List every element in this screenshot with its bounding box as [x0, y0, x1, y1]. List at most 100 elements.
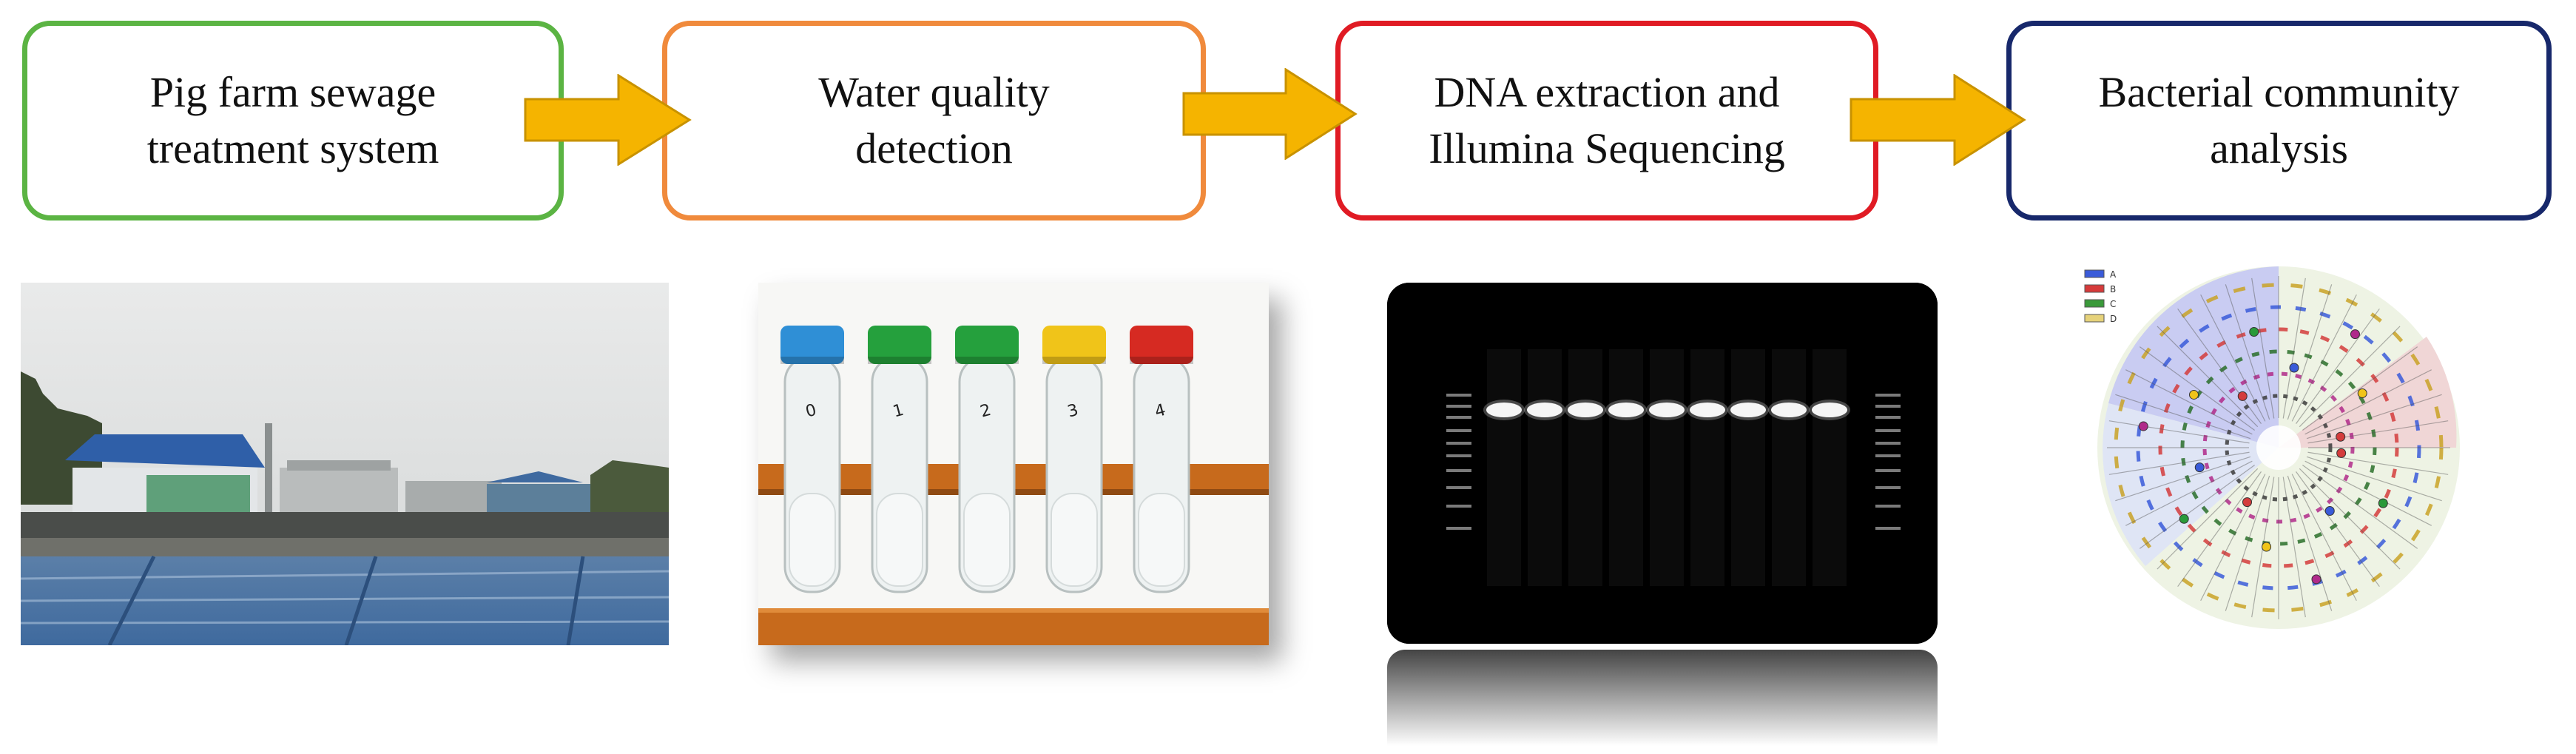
step-box-community-analysis: Bacterial community analysis — [2006, 21, 2552, 221]
tree-node — [2194, 462, 2205, 473]
svg-text:A: A — [2110, 269, 2117, 280]
tree-branch — [2304, 460, 2432, 526]
tree-node — [2378, 498, 2388, 508]
tree-branch — [2139, 465, 2255, 549]
tree-branch — [2287, 284, 2333, 420]
flow-arrow-2 — [1182, 68, 1358, 160]
tree-node — [2249, 326, 2259, 337]
gel-ladder-lane — [1446, 394, 1471, 530]
tree-branch — [2108, 451, 2250, 475]
gel-sample-lane — [1646, 349, 1687, 586]
tree-branch — [2299, 468, 2401, 570]
tree-node — [2311, 574, 2322, 585]
test-tube: 2 — [955, 326, 1019, 593]
tree-legend-item: D — [2084, 314, 2117, 324]
step-box-dna-sequencing: DNA extraction and Illumina Sequencing — [1335, 21, 1878, 221]
step-label-line1: Water quality — [818, 68, 1050, 116]
flow-arrow-1 — [524, 74, 692, 166]
tree-branch — [2125, 460, 2253, 526]
svg-text:D: D — [2110, 314, 2117, 324]
test-tube: 3 — [1042, 326, 1106, 593]
tree-node — [2336, 431, 2346, 442]
tree-branch — [2291, 294, 2357, 422]
tree-node — [2357, 388, 2367, 398]
svg-text:C: C — [2110, 299, 2116, 309]
gel-sample-lane — [1483, 349, 1525, 586]
tube-label: 3 — [1065, 401, 1080, 422]
tree-branch — [2291, 474, 2357, 601]
tree-legend-item: B — [2084, 284, 2116, 294]
tree-legend-item: A — [2084, 269, 2117, 280]
flow-arrow-3 — [1850, 74, 2026, 166]
gel-sample-lane — [1565, 349, 1606, 586]
tree-branch — [2157, 468, 2259, 570]
gel-sample-lane — [1524, 349, 1565, 586]
tree-node — [2350, 329, 2360, 340]
tree-branch — [2287, 475, 2333, 611]
tree-branch — [2302, 465, 2418, 549]
gel-sample-lane — [1687, 349, 1728, 586]
tree-branch — [2125, 369, 2253, 435]
tree-branch — [2296, 471, 2380, 588]
tree-branch — [2177, 308, 2262, 424]
gel-sample-lane — [1768, 349, 1810, 586]
tree-branch — [2225, 475, 2270, 611]
tree-node — [2336, 448, 2347, 458]
tree-branch — [2177, 471, 2262, 588]
step-label-line2: treatment system — [146, 124, 439, 172]
step-label-line2: analysis — [2210, 124, 2348, 172]
gel-reflection — [1387, 650, 1938, 746]
tree-node — [2138, 421, 2148, 431]
test-tube: 4 — [1130, 326, 1193, 593]
tree-branch — [2115, 456, 2251, 502]
step-box-sewage-system: Pig farm sewage treatment system — [22, 21, 564, 221]
tree-branch — [2157, 326, 2259, 428]
tree-node — [2242, 497, 2252, 508]
gel-electrophoresis-image — [1387, 283, 1938, 644]
tree-node — [2189, 389, 2199, 400]
tube-label: 1 — [891, 401, 906, 422]
step-box-water-quality: Water quality detection — [662, 21, 1206, 221]
tree-node — [2262, 542, 2272, 552]
tree-branch — [2306, 394, 2442, 440]
tree-ring — [2225, 394, 2333, 502]
tree-ring — [2136, 305, 2421, 590]
tree-ring — [2202, 371, 2355, 524]
tree-ring — [2114, 283, 2444, 613]
tree-branch — [2139, 346, 2255, 431]
tree-branch — [2282, 277, 2306, 419]
gel-sample-lane — [1727, 349, 1769, 586]
tree-ring — [2158, 327, 2399, 568]
step-label-line2: detection — [855, 124, 1013, 172]
test-tube: 1 — [868, 326, 931, 593]
tube-label: 2 — [978, 401, 993, 422]
gel-sample-lane — [1809, 349, 1850, 586]
water-sample-tubes-photo: 0 1 2 3 4 — [758, 283, 1269, 645]
tree-node — [2324, 505, 2335, 516]
tree-node — [2237, 391, 2248, 401]
step-label-line1: Pig farm sewage — [149, 68, 436, 116]
tree-branch — [2200, 294, 2266, 422]
tree-branch — [2307, 420, 2449, 444]
tree-legend-item: C — [2084, 299, 2116, 309]
tree-branch — [2251, 277, 2275, 419]
tree-branch — [2296, 308, 2380, 424]
tube-label: 4 — [1153, 401, 1167, 422]
tree-branch — [2115, 394, 2251, 440]
tree-ring — [2180, 349, 2377, 546]
svg-text:B: B — [2110, 284, 2116, 294]
gel-ladder-lane — [1875, 394, 1901, 530]
tree-branch — [2304, 369, 2432, 435]
tree-node — [2289, 363, 2299, 373]
tube-label: 0 — [803, 401, 818, 422]
tree-branch — [2306, 456, 2442, 502]
tree-branch — [2108, 420, 2250, 444]
tree-branch — [2200, 474, 2266, 601]
gel-sample-lane — [1605, 349, 1647, 586]
tree-branch — [2307, 451, 2449, 475]
tree-branch — [2302, 346, 2418, 431]
tree-branch — [2299, 326, 2401, 428]
tree-branch — [2225, 284, 2270, 420]
sewage-plant-photo — [21, 283, 669, 645]
